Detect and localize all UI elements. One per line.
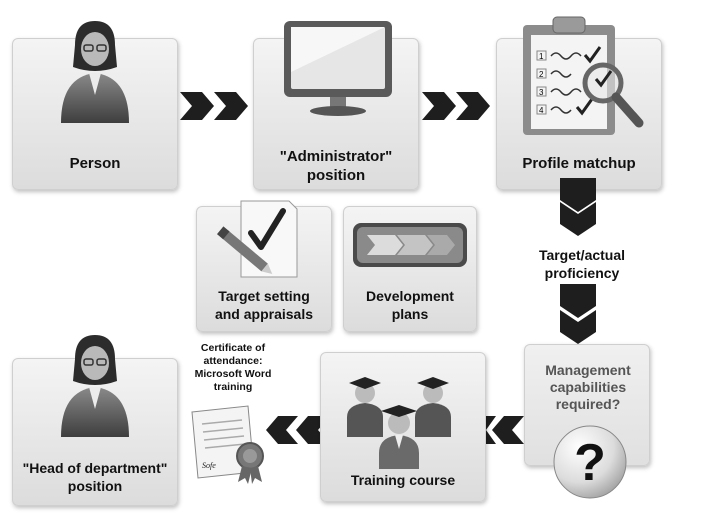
certificate-caption-line1: Certificate of (200, 342, 266, 354)
head-of-department-label: "Head of department" position (13, 459, 177, 495)
certificate-signature: Sofe (202, 461, 216, 470)
development-plans-label: Development plans (344, 287, 476, 323)
head-of-department-card: "Head of department" position (12, 335, 178, 506)
progress-arrows-icon (353, 223, 467, 267)
question-mark-glyph: ? (574, 434, 606, 492)
training-course-label: Training course (350, 472, 456, 488)
proficiency-label-line1: Target/actual (538, 247, 626, 263)
management-capabilities-label: Management capabilities required? (540, 362, 636, 413)
chevron-arrow-admin-to-profile (422, 92, 490, 120)
certificate-caption-line3: Microsoft Word (194, 368, 272, 380)
certificate-caption-line2: attendance: (203, 355, 263, 367)
target-setting-label-line1: Target setting (218, 288, 310, 304)
proficiency-label-line2: proficiency (544, 265, 620, 281)
head-of-department-label-line1: "Head of department" (22, 460, 168, 476)
development-plans-label-line1: Development (366, 288, 454, 304)
target-setting-label-line2: and appraisals (214, 306, 314, 322)
administrator-label-line2: position (306, 167, 366, 184)
monitor-icon (284, 21, 392, 116)
certificate-caption-line4: training (213, 381, 253, 393)
profile-matchup-label: Profile matchup (522, 155, 636, 172)
management-label-line3: required? (555, 396, 621, 412)
person-icon (61, 21, 129, 123)
person-card: Person (12, 21, 178, 190)
clipboard-item-2: 2 (539, 70, 544, 79)
certificate-caption: Certificate of attendance: Microsoft Wor… (186, 342, 280, 394)
question-mark-icon: ? (553, 425, 627, 499)
clipboard-item-3: 3 (539, 88, 544, 97)
clipboard-item-4: 4 (539, 106, 544, 115)
profile-matchup-card: 1 2 3 4 Profile matchup (496, 16, 662, 190)
administrator-label: "Administrator" position (254, 147, 418, 185)
target-setting-label: Target setting and appraisals (197, 287, 331, 323)
management-label-line2: capabilities (549, 379, 627, 395)
management-label-line1: Management (545, 362, 631, 378)
graduates-icon (347, 377, 451, 469)
target-setting-card: Target setting and appraisals (196, 200, 332, 332)
development-plans-card: Development plans (343, 206, 477, 332)
checkmark-document-icon (216, 200, 298, 278)
chevron-arrow-down-upper (560, 178, 596, 236)
proficiency-label: Target/actual proficiency (524, 246, 640, 282)
administrator-label-line1: "Administrator" (279, 148, 393, 165)
administrator-card: "Administrator" position (253, 21, 419, 190)
head-of-department-person-icon (61, 335, 129, 437)
chevron-arrow-down-lower (560, 284, 596, 344)
clipboard-icon: 1 2 3 4 (523, 16, 644, 135)
training-course-card: Training course (320, 352, 486, 502)
development-plans-label-line2: plans (391, 306, 429, 322)
certificate-icon: Sofe (191, 405, 264, 484)
clipboard-item-1: 1 (539, 52, 544, 61)
person-label: Person (69, 155, 121, 172)
chevron-arrow-person-to-admin (180, 92, 248, 120)
head-of-department-label-line2: position (67, 478, 123, 494)
